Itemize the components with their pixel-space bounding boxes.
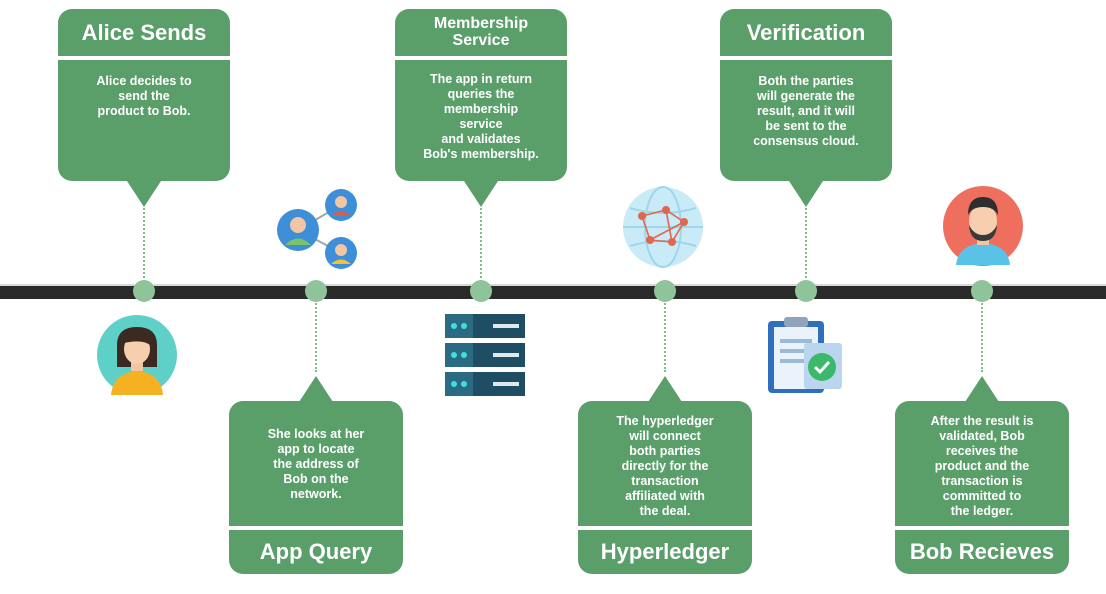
- connector-bob-recieves: [981, 300, 983, 372]
- step-description: The hyperledger will connect both partie…: [616, 414, 714, 518]
- title-divider: [229, 526, 403, 530]
- step-card-bob-recieves: After the result is validated, Bob recei…: [895, 401, 1069, 574]
- step-card-membership-service: Membership Service The app in return que…: [395, 9, 567, 181]
- step-description: After the result is validated, Bob recei…: [930, 414, 1034, 518]
- card-pointer: [127, 181, 161, 207]
- title-divider: [720, 56, 892, 60]
- title-divider: [578, 526, 752, 530]
- step-title: Bob Recieves: [909, 539, 1055, 565]
- timeline-node-bob-recieves: [971, 280, 993, 302]
- step-title: Hyperledger: [600, 539, 730, 565]
- connector-hyperledger: [664, 300, 666, 372]
- clipboard-check-icon: [768, 317, 842, 393]
- connector-app-query: [315, 300, 317, 372]
- step-title: Membership Service: [433, 14, 529, 49]
- timeline-bar: [0, 284, 1106, 299]
- network-users-icon: [277, 189, 357, 269]
- step-description: The app in return queries the membership…: [423, 72, 539, 161]
- card-pointer: [464, 181, 498, 207]
- step-description: She looks at her app to locate the addre…: [267, 427, 365, 501]
- timeline-node-app-query: [305, 280, 327, 302]
- title-divider: [395, 56, 567, 60]
- step-title: Alice Sends: [81, 19, 207, 45]
- step-description: Alice decides to send the product to Bob…: [96, 74, 192, 118]
- timeline-node-alice-sends: [133, 280, 155, 302]
- step-title: App Query: [259, 539, 373, 565]
- man-avatar-icon: [943, 186, 1023, 266]
- card-pointer: [965, 376, 999, 402]
- card-pointer: [648, 376, 682, 402]
- server-rack-icon: [445, 314, 525, 396]
- timeline-node-hyperledger: [654, 280, 676, 302]
- card-pointer: [789, 181, 823, 207]
- connector-verification: [805, 208, 807, 282]
- timeline-node-membership-service: [470, 280, 492, 302]
- step-card-hyperledger: The hyperledger will connect both partie…: [578, 401, 752, 574]
- woman-avatar-icon: [97, 315, 177, 395]
- title-divider: [895, 526, 1069, 530]
- card-pointer: [299, 376, 333, 402]
- title-divider: [58, 56, 230, 60]
- globe-network-icon: [623, 186, 703, 268]
- step-card-verification: Verification Both the parties will gener…: [720, 9, 892, 181]
- timeline-node-verification: [795, 280, 817, 302]
- step-card-app-query: She looks at her app to locate the addre…: [229, 401, 403, 574]
- step-title: Verification: [746, 19, 866, 45]
- connector-membership-service: [480, 208, 482, 282]
- step-description: Both the parties will generate the resul…: [753, 74, 859, 148]
- connector-alice-sends: [143, 208, 145, 282]
- step-card-alice-sends: Alice Sends Alice decides to send the pr…: [58, 9, 230, 181]
